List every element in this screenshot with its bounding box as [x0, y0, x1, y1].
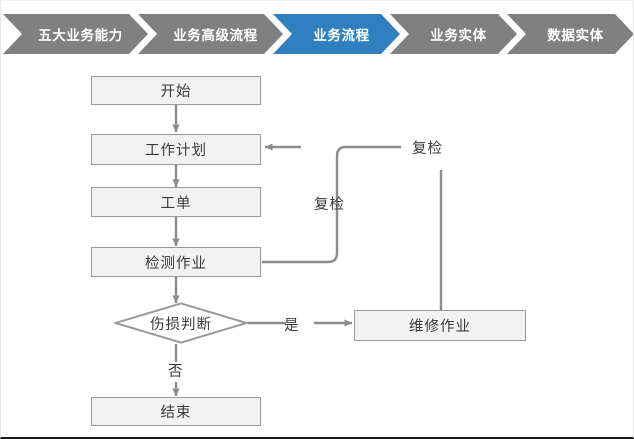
breadcrumb-item-3-label: 业务流程 [313, 28, 370, 44]
breadcrumb-item-4[interactable]: 业务实体 [390, 14, 517, 54]
diamond-shape [114, 302, 248, 344]
edge-label-no: 否 [168, 364, 184, 380]
node-work-plan[interactable]: 工作计划 [91, 134, 261, 165]
breadcrumb-item-1-label: 五大业务能力 [38, 28, 123, 44]
breadcrumb-item-1[interactable]: 五大业务能力 [3, 14, 148, 54]
node-inspection-label: 检测作业 [145, 255, 207, 272]
node-end-label: 结束 [160, 405, 192, 421]
node-work-order[interactable]: 工单 [91, 187, 261, 217]
node-damage-decision[interactable]: 伤损判断 [114, 302, 248, 344]
node-damage-decision-label: 伤损判断 [150, 316, 212, 333]
edge-label-recheck-inner: 复检 [314, 197, 345, 213]
node-work-plan-label: 工作计划 [145, 143, 207, 159]
breadcrumb-item-5-label: 数据实体 [547, 28, 604, 44]
node-work-order-label: 工单 [160, 195, 192, 212]
edge-label-recheck-outer: 复检 [412, 141, 443, 157]
node-start[interactable]: 开始 [91, 76, 261, 105]
breadcrumb-item-3-active[interactable]: 业务流程 [273, 14, 400, 54]
edge-label-yes: 是 [284, 318, 300, 334]
breadcrumb-item-2-label: 业务高级流程 [173, 28, 258, 44]
node-repair[interactable]: 维修作业 [354, 310, 526, 341]
node-repair-label: 维修作业 [409, 319, 471, 335]
node-end[interactable]: 结束 [91, 397, 261, 426]
node-inspection[interactable]: 检测作业 [91, 247, 261, 277]
node-start-label: 开始 [160, 84, 192, 100]
breadcrumb: 五大业务能力 业务高级流程 业务流程 业务实体 数据实体 [1, 14, 634, 54]
breadcrumb-item-2[interactable]: 业务高级流程 [138, 14, 283, 54]
breadcrumb-item-4-label: 业务实体 [430, 28, 487, 44]
breadcrumb-item-5[interactable]: 数据实体 [507, 14, 634, 54]
